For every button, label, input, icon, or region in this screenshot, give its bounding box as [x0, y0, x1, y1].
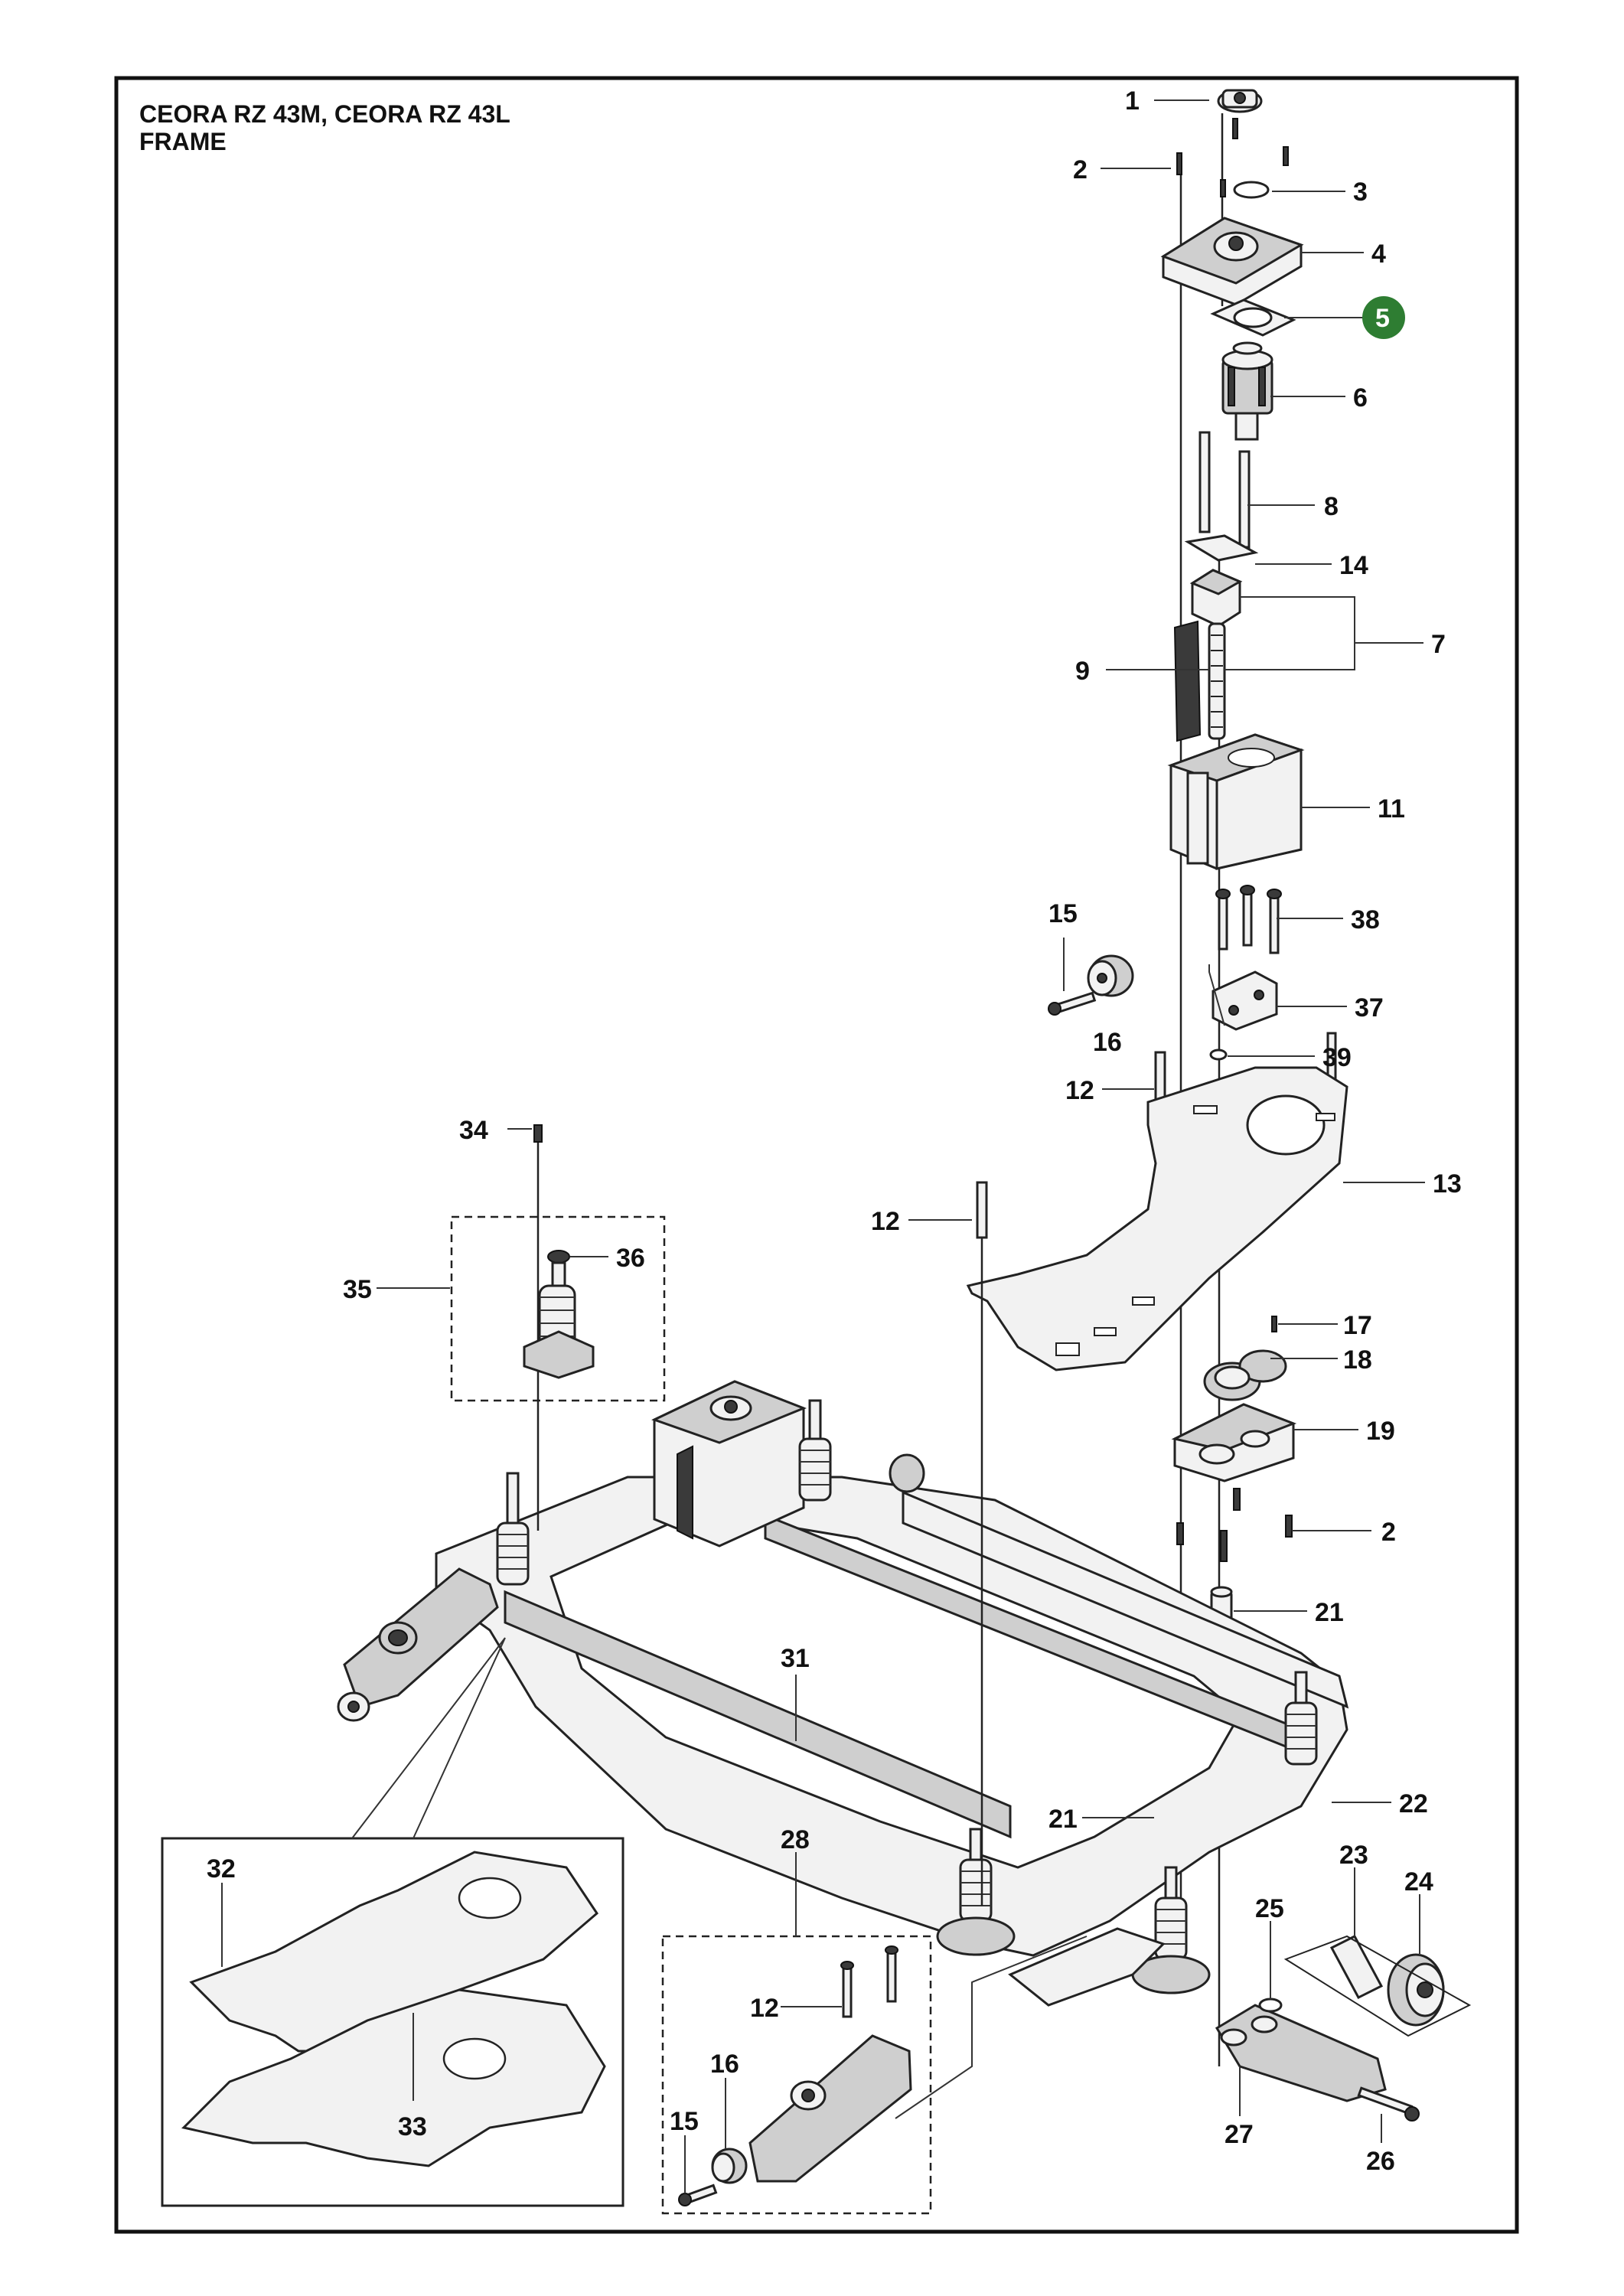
part-16-roller-upper [1087, 954, 1134, 997]
part-33-plate-variant [181, 1988, 606, 2167]
callout-12-lower: 12 [750, 1994, 779, 2023]
callout-15-lower: 15 [670, 2107, 699, 2136]
part-26-bolt [1357, 2086, 1420, 2122]
callout-21-upper: 21 [1315, 1598, 1344, 1627]
kit-28-arm [748, 1945, 912, 2183]
part-39-washer [1209, 1049, 1228, 1061]
part-7-block [1189, 569, 1243, 628]
part-2-screw-lower-b [1285, 1515, 1293, 1538]
callout-22: 22 [1399, 1789, 1428, 1818]
callout-36: 36 [616, 1244, 645, 1273]
diagram-title-line1: CEORA RZ 43M, CEORA RZ 43L [139, 100, 510, 128]
callout-3: 3 [1353, 178, 1368, 207]
callout-37: 37 [1355, 993, 1384, 1022]
rear-center-plate [1008, 1927, 1166, 2007]
callout-12-mid: 12 [871, 1207, 900, 1236]
connector-stack [966, 89, 1348, 2066]
callout-28: 28 [781, 1825, 810, 1854]
leader-lines [221, 99, 1425, 2193]
wheel-shadow-plate [1283, 1935, 1472, 2037]
part-23-axle [1329, 1935, 1384, 1999]
callout-32: 32 [207, 1854, 236, 1883]
callout-17: 17 [1343, 1311, 1372, 1340]
suspension-post-front-mid [798, 1399, 832, 1502]
part-24-wheel [1387, 1953, 1445, 2027]
callout-9: 9 [1075, 657, 1090, 686]
callout-38: 38 [1351, 905, 1380, 934]
callout-2: 2 [1073, 155, 1088, 184]
part-31-chassis-frame [435, 1476, 1349, 1957]
suspension-post-front-left [496, 1472, 530, 1586]
part-1-connector-cap [1217, 89, 1263, 113]
callout-31: 31 [781, 1644, 810, 1673]
part-2-screw-lower-a [1233, 1488, 1241, 1511]
callout-6: 6 [1353, 383, 1368, 413]
part-11-housing [1167, 733, 1305, 870]
part-34-screw [533, 1124, 543, 1143]
inset-frame-variants [161, 1837, 624, 2207]
callout-35: 35 [343, 1275, 372, 1304]
part-15-bolt-upper [1048, 991, 1097, 1016]
chassis-motor-box [651, 1380, 807, 1548]
callout-2-lower: 2 [1381, 1518, 1396, 1547]
callout-16-upper: 16 [1093, 1028, 1122, 1057]
callout-14: 14 [1339, 551, 1368, 580]
callout-23: 23 [1339, 1841, 1368, 1870]
callout-21-lower: 21 [1048, 1805, 1078, 1834]
diagram-title-line2: FRAME [139, 128, 227, 155]
part-25-washer [1258, 1998, 1283, 2013]
callout-5: 5 [1375, 304, 1390, 333]
part-19-gearbox [1171, 1403, 1297, 1482]
screws-top [1176, 118, 1289, 197]
callout-8: 8 [1324, 492, 1339, 521]
suspension-post-rear-mid [936, 1828, 1016, 1956]
callout-11: 11 [1378, 794, 1405, 823]
part-5-gasket [1210, 298, 1296, 337]
callout-16-lower: 16 [710, 2050, 739, 2079]
kit-35-box [450, 1215, 666, 1402]
sheet-border [114, 76, 1519, 2234]
callout-18: 18 [1343, 1345, 1372, 1375]
callout-25: 25 [1255, 1894, 1284, 1923]
kit-35-suspension [523, 1250, 595, 1379]
suspension-post-rear-right [1284, 1671, 1318, 1766]
part-32-plate-variant [189, 1851, 598, 2053]
callout-26: 26 [1366, 2147, 1395, 2176]
part-38-bolts [1215, 885, 1282, 954]
screw-lower-c [1176, 1522, 1184, 1545]
kit-28-roller [711, 2148, 748, 2184]
part-4-cover-plate [1160, 217, 1304, 306]
callout-12-upper: 12 [1065, 1076, 1094, 1105]
callout-24: 24 [1404, 1867, 1433, 1896]
part-27-swing-arm [1215, 2004, 1387, 2102]
part-13-top-plate [966, 1066, 1348, 1371]
callout-33: 33 [398, 2112, 427, 2141]
callout-34: 34 [459, 1116, 488, 1145]
callout-15-upper: 15 [1048, 899, 1078, 928]
part-37-bracket [1211, 970, 1278, 1031]
part-14-plate [1184, 534, 1259, 562]
callout-39: 39 [1322, 1043, 1352, 1072]
chassis-roller [889, 1453, 925, 1493]
part-3-o-ring [1233, 181, 1270, 199]
callout-7: 7 [1431, 630, 1446, 659]
part-17-screw [1271, 1316, 1277, 1332]
part-6-connector [1221, 341, 1273, 441]
callout-4: 4 [1371, 240, 1386, 269]
callout-labels: 1 2 3 4 5 6 8 14 7 9 11 15 38 37 16 39 1… [207, 86, 1462, 2176]
callout-1: 1 [1125, 86, 1140, 116]
callout-27: 27 [1225, 2120, 1254, 2149]
screw-lower-d [1220, 1530, 1228, 1562]
part-9-cushion-spring [1173, 620, 1226, 742]
callout-5-highlight [1362, 296, 1405, 339]
front-left-arm [337, 1567, 499, 1722]
part-12-bolt-b [976, 1181, 988, 1239]
callout-19: 19 [1366, 1417, 1395, 1446]
part-8-long-bolts [1198, 431, 1251, 549]
callout-13: 13 [1433, 1169, 1462, 1199]
